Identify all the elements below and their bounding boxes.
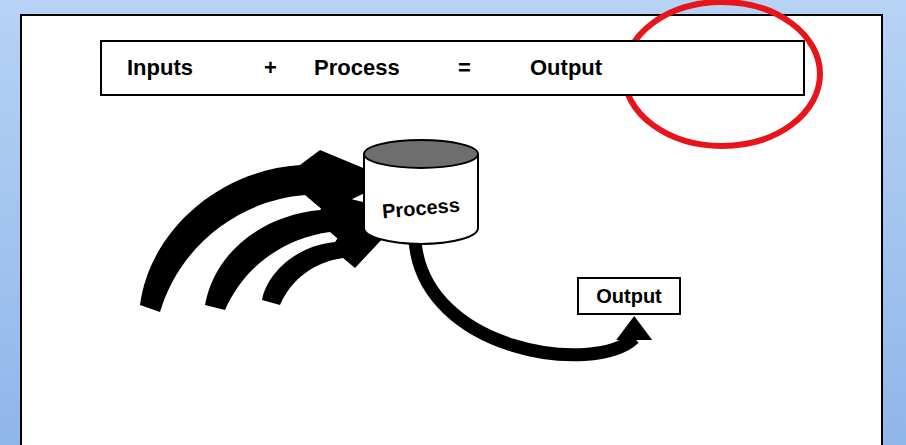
- formula-term: =: [458, 55, 471, 81]
- input-arrow: [262, 228, 385, 305]
- formula-term: +: [264, 55, 277, 81]
- node-label: Output: [596, 285, 662, 308]
- formula-term: Output: [530, 55, 602, 81]
- cylinder-outline: [362, 138, 480, 246]
- output-box: Output: [577, 277, 681, 315]
- process-cylinder: Process: [362, 138, 480, 246]
- formula-term: Process: [314, 55, 400, 81]
- formula-term: Inputs: [127, 55, 193, 81]
- formula-box: Inputs + Process = Output: [100, 40, 805, 96]
